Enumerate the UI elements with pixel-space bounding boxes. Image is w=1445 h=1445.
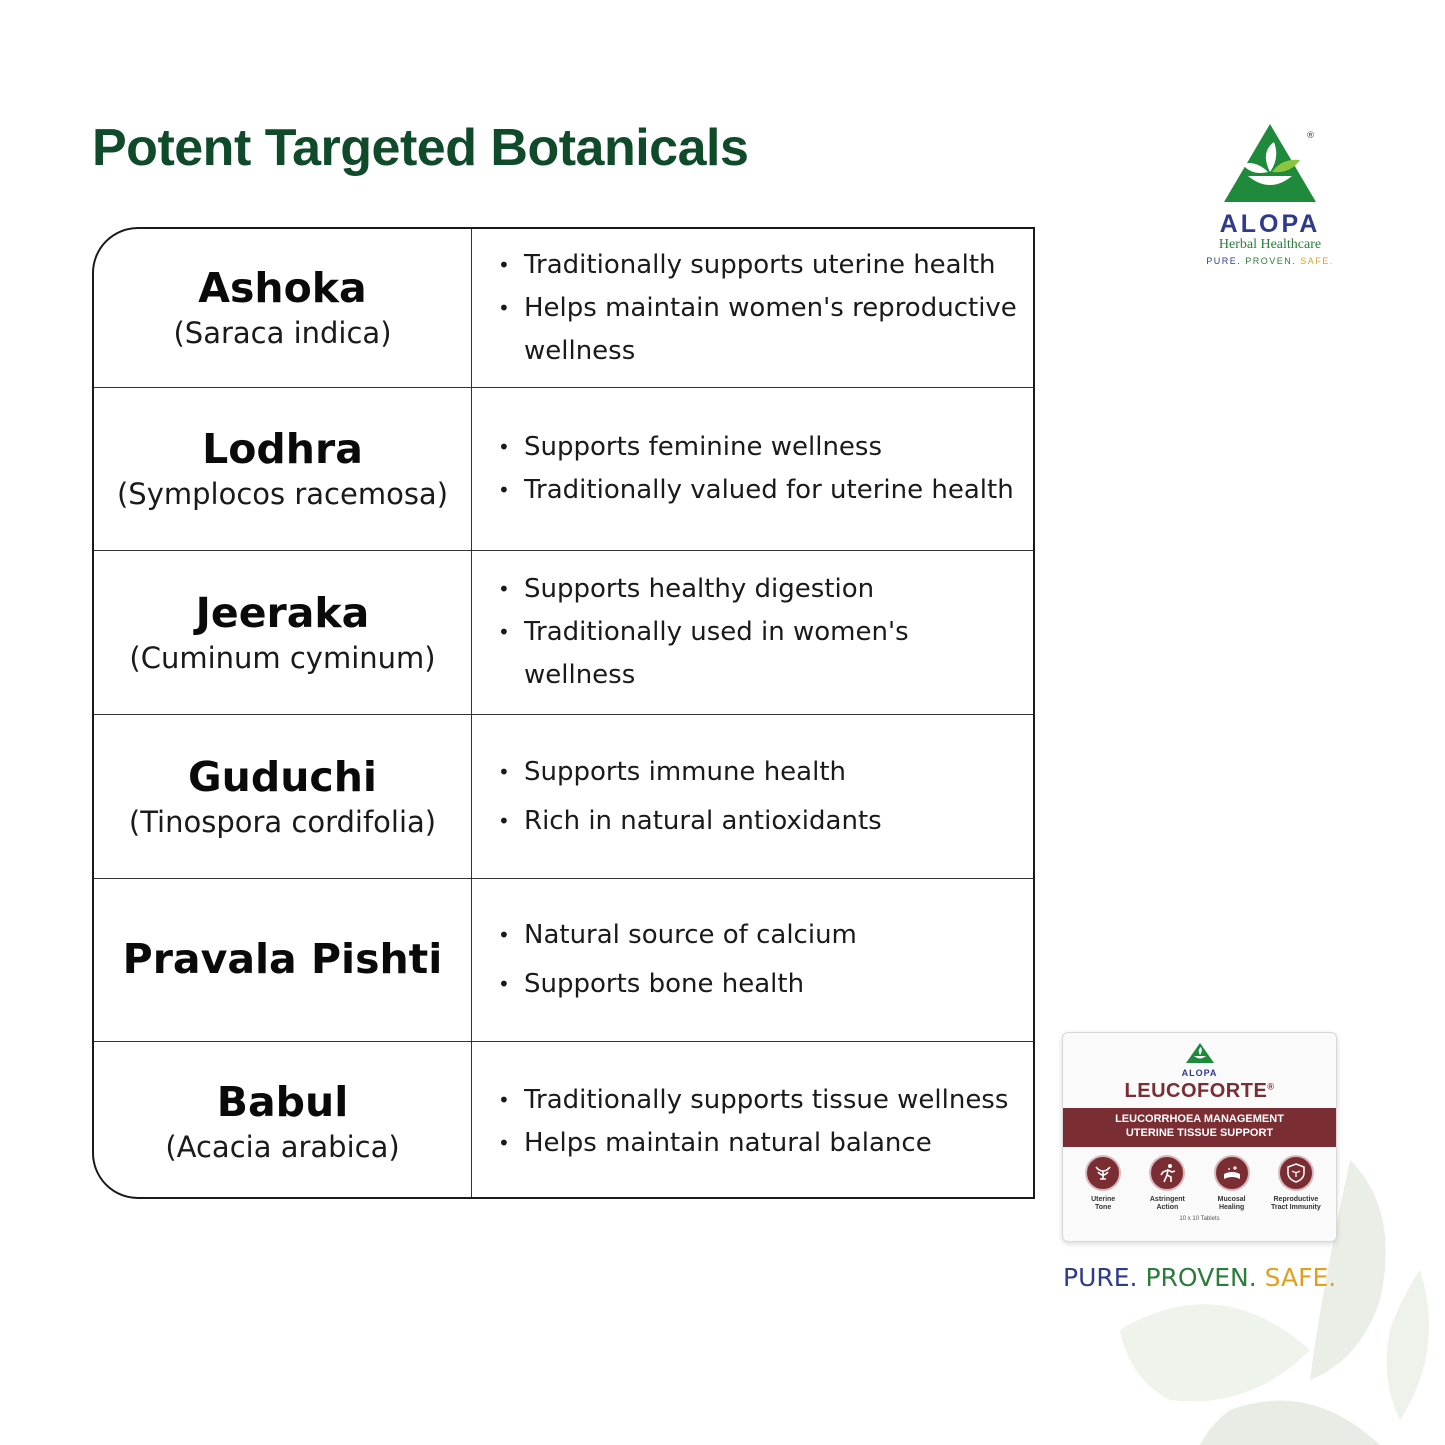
herb-name: Jeeraka [195, 588, 370, 637]
svg-text:®: ® [1306, 131, 1315, 141]
herb-name-cell: Lodhra (Symplocos racemosa) [94, 388, 472, 550]
bullet-icon: • [498, 577, 510, 601]
benefit-item: •Helps maintain women's reproductive wel… [498, 287, 1023, 373]
benefit-item: •Supports healthy digestion [498, 568, 1023, 611]
herb-name-cell: Babul (Acacia arabica) [94, 1042, 472, 1197]
benefit-item: •Traditionally used in women's wellness [498, 611, 1023, 697]
bullet-icon: • [498, 435, 510, 459]
logo-tagline: PURE. PROVEN. SAFE. [1200, 256, 1340, 266]
botanicals-table: Ashoka (Saraca indica) •Traditionally su… [92, 227, 1035, 1199]
herb-benefits-cell: •Natural source of calcium •Supports bon… [472, 879, 1033, 1041]
logo-tag-proven: PROVEN. [1245, 256, 1297, 266]
tagline-pure: PURE. [1063, 1263, 1138, 1292]
herb-benefits-cell: •Traditionally supports uterine health •… [472, 229, 1033, 387]
herb-name-cell: Pravala Pishti [94, 879, 472, 1041]
benefit-item: •Supports immune health [498, 751, 1023, 794]
herb-name: Pravala Pishti [122, 935, 443, 984]
tagline-proven: PROVEN. [1145, 1263, 1257, 1292]
bullet-icon: • [498, 295, 510, 320]
leaf-background-icon [1120, 1160, 1429, 1445]
table-row: Jeeraka (Cuminum cyminum) •Supports heal… [94, 551, 1033, 715]
herb-name-cell: Guduchi (Tinospora cordifolia) [94, 715, 472, 878]
benefit-item: •Traditionally valued for uterine health [498, 469, 1023, 512]
bottom-tagline: PURE. PROVEN. SAFE. [1063, 1263, 1336, 1292]
herb-benefits-cell: •Supports feminine wellness •Traditional… [472, 388, 1033, 550]
shield-icon [1277, 1154, 1314, 1191]
alopa-triangle-icon: ® [1224, 124, 1316, 202]
product-logo-icon [1185, 1043, 1214, 1063]
herb-latin-name: (Acacia arabica) [165, 1129, 400, 1164]
benefit-item: •Supports bone health [498, 963, 1023, 1006]
tissue-icon [1213, 1154, 1250, 1191]
logo-subtitle: Herbal Healthcare [1218, 237, 1322, 252]
herb-name: Ashoka [198, 264, 367, 313]
product-count: 10 x 10 Tablets [1179, 1216, 1220, 1223]
bullet-icon: • [498, 923, 510, 947]
table-row: Pravala Pishti •Natural source of calciu… [94, 879, 1033, 1042]
herb-name: Guduchi [188, 752, 377, 801]
product-brand: ALOPA [1181, 1068, 1218, 1078]
benefit-item: •Traditionally supports uterine health [498, 244, 1023, 287]
herb-name: Babul [216, 1077, 349, 1126]
table-row: Babul (Acacia arabica) •Traditionally su… [94, 1042, 1033, 1197]
table-row: Lodhra (Symplocos racemosa) •Supports fe… [94, 388, 1033, 551]
herb-name: Lodhra [202, 425, 363, 474]
bullet-icon: • [498, 1130, 510, 1155]
benefit-item: •Supports feminine wellness [498, 426, 1023, 469]
herb-name-cell: Jeeraka (Cuminum cyminum) [94, 551, 472, 714]
table-row: Ashoka (Saraca indica) •Traditionally su… [94, 229, 1033, 388]
product-band: LEUCORRHOEA MANAGEMENT UTERINE TISSUE SU… [1063, 1108, 1336, 1147]
table-row: Guduchi (Tinospora cordifolia) •Supports… [94, 715, 1033, 879]
logo-tag-safe: SAFE. [1300, 256, 1334, 266]
herb-name-cell: Ashoka (Saraca indica) [94, 229, 472, 387]
bullet-icon: • [498, 972, 510, 996]
runner-icon [1149, 1154, 1186, 1191]
bullet-icon: • [498, 808, 510, 833]
logo-brand-name: ALOPA [1219, 210, 1321, 238]
herb-benefits-cell: •Traditionally supports tissue wellness … [472, 1042, 1033, 1197]
benefit-item: •Rich in natural antioxidants [498, 800, 1023, 843]
herb-benefits-cell: •Supports healthy digestion •Traditional… [472, 551, 1033, 714]
bullet-icon: • [498, 759, 510, 784]
product-box: ALOPA LEUCOFORTE® LEUCORRHOEA MANAGEMENT… [1062, 1032, 1337, 1242]
benefit-item: •Helps maintain natural balance [498, 1122, 1023, 1165]
tagline-safe: SAFE. [1264, 1263, 1337, 1292]
product-band-line2: UTERINE TISSUE SUPPORT [1125, 1126, 1274, 1139]
benefit-item: •Traditionally supports tissue wellness [498, 1079, 1023, 1122]
alopa-logo: ® ALOPA Herbal Healthcare PURE. PROVEN. … [1200, 122, 1340, 266]
product-name: LEUCOFORTE® [1124, 1080, 1275, 1102]
uterus-icon [1085, 1154, 1122, 1191]
bullet-icon: • [498, 1087, 510, 1112]
herb-latin-name: (Symplocos racemosa) [116, 477, 449, 512]
herb-latin-name: (Cuminum cyminum) [129, 640, 436, 675]
herb-latin-name: (Saraca indica) [173, 316, 392, 351]
bullet-icon: • [498, 478, 510, 502]
page-title: Potent Targeted Botanicals [92, 119, 749, 177]
logo-tag-pure: PURE. [1206, 256, 1242, 266]
herb-benefits-cell: •Supports immune health •Rich in natural… [472, 715, 1033, 878]
bullet-icon: • [498, 252, 510, 277]
herb-latin-name: (Tinospora cordifolia) [128, 804, 437, 839]
bullet-icon: • [498, 620, 510, 644]
product-band-line1: LEUCORRHOEA MANAGEMENT [1115, 1113, 1284, 1125]
benefit-item: •Natural source of calcium [498, 914, 1023, 957]
